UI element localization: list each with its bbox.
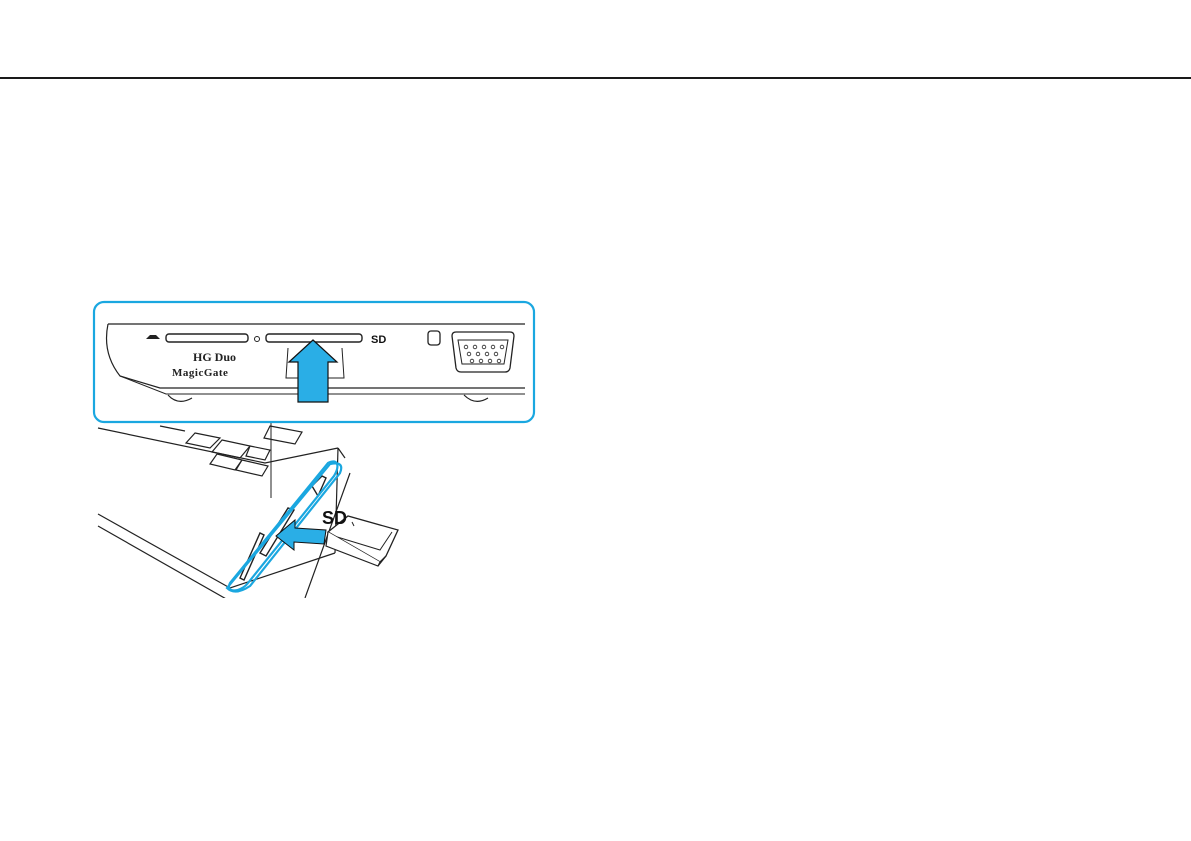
side-slots <box>240 476 326 580</box>
memory-stick-slot <box>166 334 248 342</box>
sd-card-insertion-illustration: SD HG Duo MagicGate SD <box>90 298 550 603</box>
magicgate-label: MagicGate <box>172 367 228 379</box>
laptop-body <box>98 426 350 598</box>
indicator-light <box>255 337 260 342</box>
security-lock-slot <box>428 331 440 345</box>
header-rule <box>0 77 1191 79</box>
sd-slot-label: SD <box>371 334 386 346</box>
vga-port <box>452 332 514 372</box>
sd-side-label: SD <box>322 508 347 528</box>
closeup-callout: HG Duo MagicGate SD <box>94 302 534 422</box>
hg-duo-label: HG Duo <box>193 350 236 364</box>
illustration-svg: SD HG Duo MagicGate SD <box>90 298 550 598</box>
